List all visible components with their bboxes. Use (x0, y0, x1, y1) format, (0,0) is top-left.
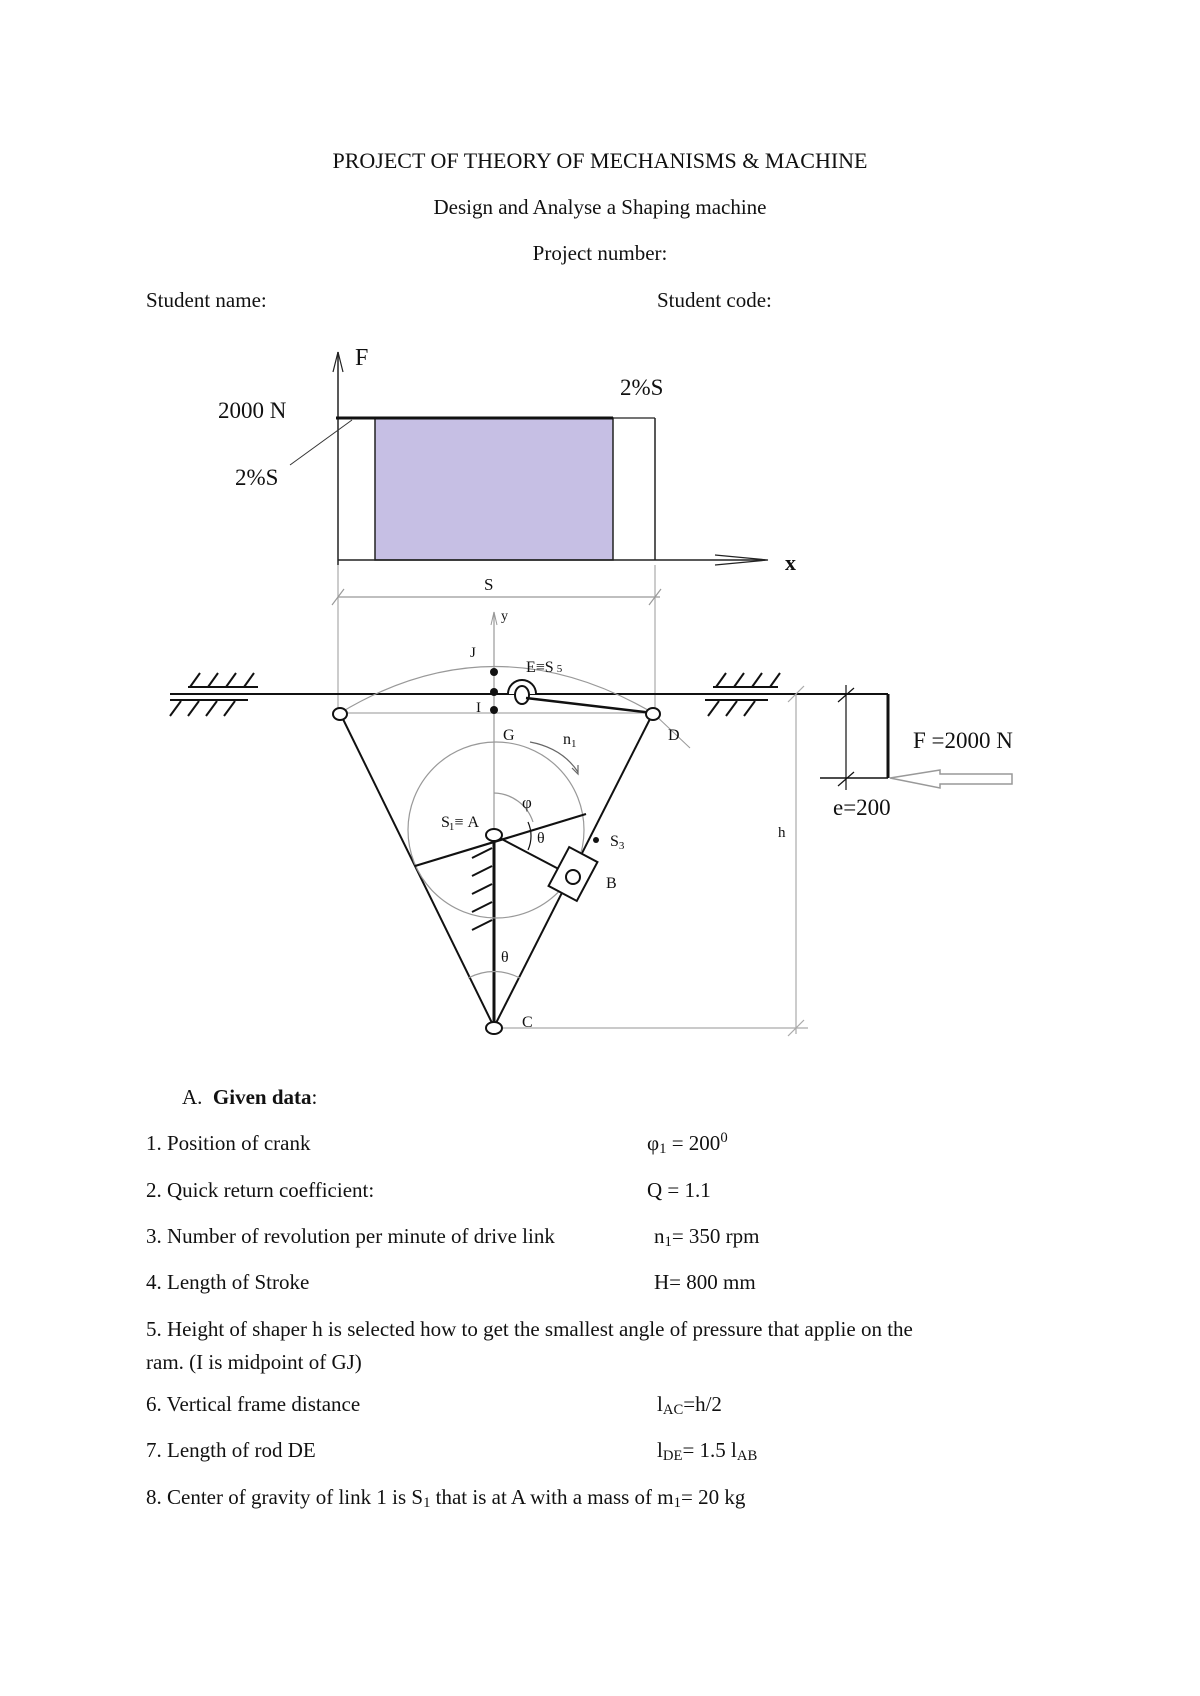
project-number-label: Project number: (532, 241, 668, 265)
given-item-7-label: 7. Length of rod DE (146, 1438, 316, 1462)
point-s3 (593, 837, 599, 843)
given-item-5-line2: ram. (I is midpoint of GJ) (146, 1350, 362, 1374)
joint-b (565, 869, 581, 885)
given-item-4-label: 4. Length of Stroke (146, 1270, 310, 1294)
force-arrow-icon (889, 769, 1013, 789)
label-c: C (522, 1014, 533, 1031)
rocker-arc (339, 666, 654, 714)
document-subtitle: Design and Analyse a Shaping machine (433, 195, 767, 219)
point-j (490, 668, 498, 676)
document-title: PROJECT OF THEORY OF MECHANISMS & MACHIN… (332, 148, 868, 173)
height-label: h (778, 825, 786, 841)
point-g (490, 706, 498, 714)
given-data-heading: A. Given data: (182, 1087, 317, 1108)
joint-c (485, 1021, 503, 1035)
force-axis-label: F (355, 345, 368, 371)
given-item-5-line1: 5. Height of shaper h is selected how to… (146, 1317, 913, 1341)
given-item-2-label: 2. Quick return coefficient: (146, 1178, 375, 1202)
student-code-label: Student code: (657, 288, 772, 312)
crank-extreme-line (414, 812, 587, 868)
given-item-6-label: 6. Vertical frame distance (146, 1392, 361, 1416)
label-b: B (606, 875, 617, 892)
work-region-fill (374, 417, 614, 561)
x-axis-arrow-icon (714, 554, 769, 566)
given-item-2-value: Q = 1.1 (647, 1178, 711, 1202)
joint-e (514, 685, 530, 705)
section-colon: : (311, 1085, 318, 1109)
pivot-left (332, 707, 348, 721)
rotation-arrow-icon (529, 741, 579, 773)
force-axis-arrow-icon (332, 351, 344, 373)
given-item-3-value: n1= 350 rpm (654, 1224, 760, 1250)
x-axis-label: x (785, 550, 796, 575)
mechanism-y-axis-label: y (501, 609, 508, 624)
stroke-dimension-label: S (484, 575, 493, 594)
label-d: D (668, 727, 680, 744)
label-i: I (476, 700, 481, 716)
given-item-1-value: φ1 = 2000 (647, 1130, 728, 1157)
given-item-4-value: H= 800 mm (654, 1270, 756, 1294)
frame-ground-hatch (471, 847, 493, 931)
left-margin-label: 2%S (235, 465, 278, 490)
given-item-8: 8. Center of gravity of link 1 is S1 tha… (146, 1485, 746, 1511)
mechanism: y J I G (169, 609, 1013, 1037)
speed-label: n1 (563, 731, 577, 750)
rod-de (525, 696, 654, 715)
angle-phi: φ (522, 793, 532, 812)
label-g: G (503, 727, 515, 744)
angle-theta-crank: θ (537, 830, 545, 847)
angle-theta-bottom: θ (501, 949, 509, 966)
force-label: F =2000 N (913, 728, 1013, 753)
given-item-7-value: lDE= 1.5 lAB (657, 1438, 758, 1464)
force-diagram: F 2000 N 2%S 2%S x S (218, 345, 796, 714)
force-level-label: 2000 N (218, 398, 287, 423)
label-j: J (470, 645, 476, 661)
right-margin-label: 2%S (620, 375, 663, 400)
section-title: Given data (212, 1085, 312, 1109)
ground-guide-left (169, 672, 258, 717)
crank-circle (407, 741, 585, 919)
ground-guide-right (705, 672, 781, 717)
offset-label: e=200 (833, 795, 891, 820)
given-item-3-label: 3. Number of revolution per minute of dr… (146, 1224, 555, 1248)
section-marker: A. (182, 1085, 203, 1109)
joint-d (645, 707, 661, 721)
student-name-label: Student name: (146, 288, 267, 312)
label-s3: S3 (610, 833, 625, 852)
joint-a (485, 828, 503, 842)
given-item-1-label: 1. Position of crank (146, 1131, 311, 1155)
given-item-6-value: lAC=h/2 (657, 1392, 722, 1418)
point-i (490, 688, 498, 696)
margin-leader-line (289, 419, 353, 466)
label-s1-a: S1≡A (441, 814, 479, 833)
